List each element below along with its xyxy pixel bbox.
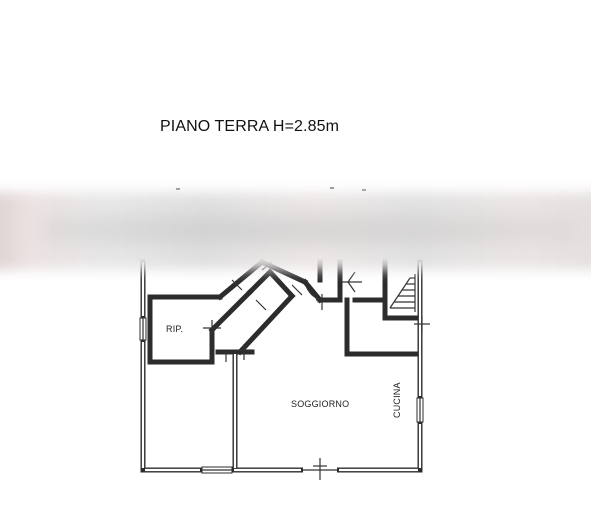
- redacted-blur-overlay: [40, 205, 580, 255]
- window-left-wall: [139, 317, 147, 341]
- door-arc: [305, 271, 362, 301]
- stairs: [389, 274, 416, 312]
- interior-walls: [147, 258, 423, 473]
- door-markers: [203, 261, 430, 362]
- room-label-cucina: CUCINA: [392, 382, 402, 418]
- top-wall-fragments: [176, 187, 366, 191]
- room-label-soggiorno: SOGGIORNO: [291, 399, 349, 409]
- window-bottom-wall: [201, 466, 233, 474]
- room-label-rip: RIP.: [166, 324, 183, 334]
- exterior-walls: [140, 259, 423, 473]
- plan-title: PIANO TERRA H=2.85m: [160, 118, 340, 135]
- window-right-wall: [416, 397, 424, 423]
- wall-inner-lines: [141, 262, 422, 472]
- door-bottom-wall: [303, 458, 337, 480]
